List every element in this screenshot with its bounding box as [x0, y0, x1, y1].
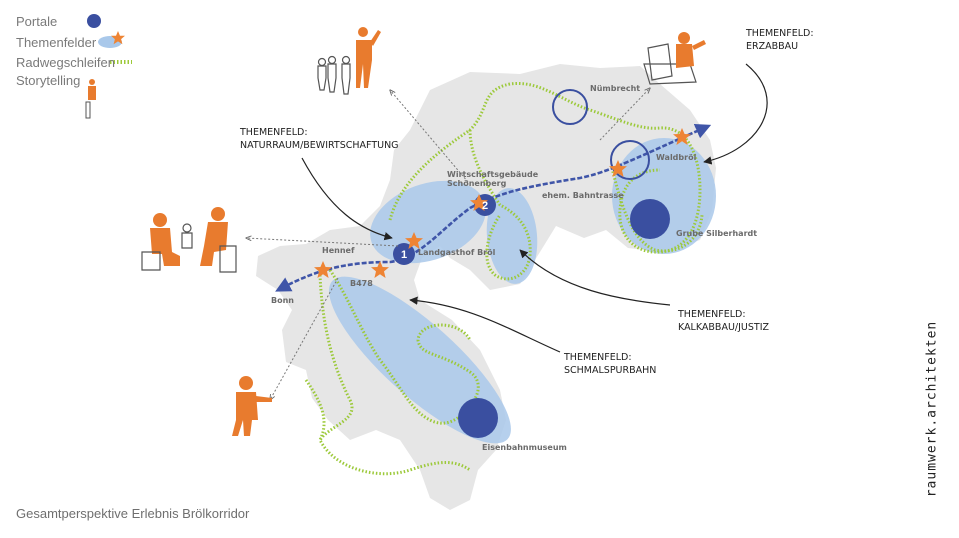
themenfeld-title: NATURRAUM/BEWIRTSCHAFTUNG: [240, 140, 399, 151]
legend-storytelling-label: Storytelling: [16, 73, 81, 88]
place-label-wirtschaftsgebaeude-2: Schönenberg: [447, 179, 507, 188]
star-icon: [609, 160, 627, 177]
star-icon: [371, 261, 389, 278]
star-icon: [673, 128, 691, 145]
place-label-bonn: Bonn: [271, 296, 294, 305]
portal-nuembrecht[interactable]: [552, 89, 588, 125]
themenfeld-title: KALKABBAU/JUSTIZ: [678, 322, 770, 333]
place-label-b478: B478: [350, 279, 373, 288]
themenfeld-label-naturraum: THEMENFELD: NATURRAUM/BEWIRTSCHAFTUNG: [240, 126, 399, 152]
portal-number-1: 1: [401, 249, 407, 261]
star-icon: [405, 232, 423, 249]
place-label-eisenbahnmuseum: Eisenbahnmuseum: [482, 443, 567, 452]
portal-grube-silberhardt[interactable]: [630, 199, 670, 239]
place-label-hennef: Hennef: [322, 246, 355, 255]
star-icon: [314, 261, 332, 278]
themenfeld-heading: THEMENFELD:: [240, 127, 308, 138]
place-label-bahntrasse: ehem. Bahntrasse: [542, 191, 624, 200]
storytelling-figure-conductor: [232, 376, 272, 436]
themenfeld-title: SCHMALSPURBAHN: [564, 365, 657, 376]
legend-portal-icon: [87, 14, 101, 28]
themenfeld-heading: THEMENFELD:: [746, 28, 814, 39]
place-label-wirtschaftsgebaeude-1: Wirtschaftsgebäude: [447, 170, 539, 179]
themenfeld-area-schmalspurbahn: [329, 276, 511, 444]
themenfeld-heading: THEMENFELD:: [564, 352, 632, 363]
legend-themenfelder-label: Themenfelder: [16, 35, 97, 50]
star-icon: [470, 194, 488, 211]
themenfeld-label-kalkabbau: THEMENFELD: KALKABBAU/JUSTIZ: [678, 308, 769, 334]
portal-eisenbahnmuseum[interactable]: [458, 398, 498, 438]
portal-1[interactable]: [393, 243, 415, 265]
storytelling-figure-hikers: [317, 27, 381, 95]
legend-star-icon: [111, 31, 125, 45]
legend-storytelling-icon: [85, 79, 96, 119]
legend-portale-label: Portale: [16, 14, 58, 29]
themenfeld-label-erzabbau: THEMENFELD: ERZABBAU: [746, 27, 814, 53]
legend-radwegschleifen-label: Radwegschleifen: [16, 55, 116, 70]
storytelling-figure-guests: [141, 207, 237, 273]
callout-arrows: [301, 63, 768, 353]
place-label-grube-silberhardt: Grube Silberhardt: [676, 229, 758, 238]
storytelling-figure-miner: [643, 32, 706, 85]
portal-waldbroel[interactable]: [610, 140, 650, 180]
brand-text: raumwerk.architekten: [924, 320, 940, 498]
place-label-waldbroel: Waldbröl: [656, 153, 697, 162]
themenfeld-stars: [314, 128, 691, 278]
place-label-landgasthof: Landgasthof Bröl: [418, 248, 496, 257]
brand-logo: raumwerk.architekten: [912, 300, 952, 518]
caption: Gesamtperspektive Erlebnis Brölkorridor: [16, 506, 250, 521]
themenfeld-label-schmalspurbahn: THEMENFELD: SCHMALSPURBAHN: [564, 351, 656, 377]
themenfeld-title: ERZABBAU: [746, 41, 799, 52]
storytelling-pointers: [246, 88, 650, 400]
themenfeld-heading: THEMENFELD:: [678, 309, 746, 320]
portal-number-2: 2: [482, 200, 488, 212]
place-label-nuembrecht: Nümbrecht: [590, 84, 641, 93]
